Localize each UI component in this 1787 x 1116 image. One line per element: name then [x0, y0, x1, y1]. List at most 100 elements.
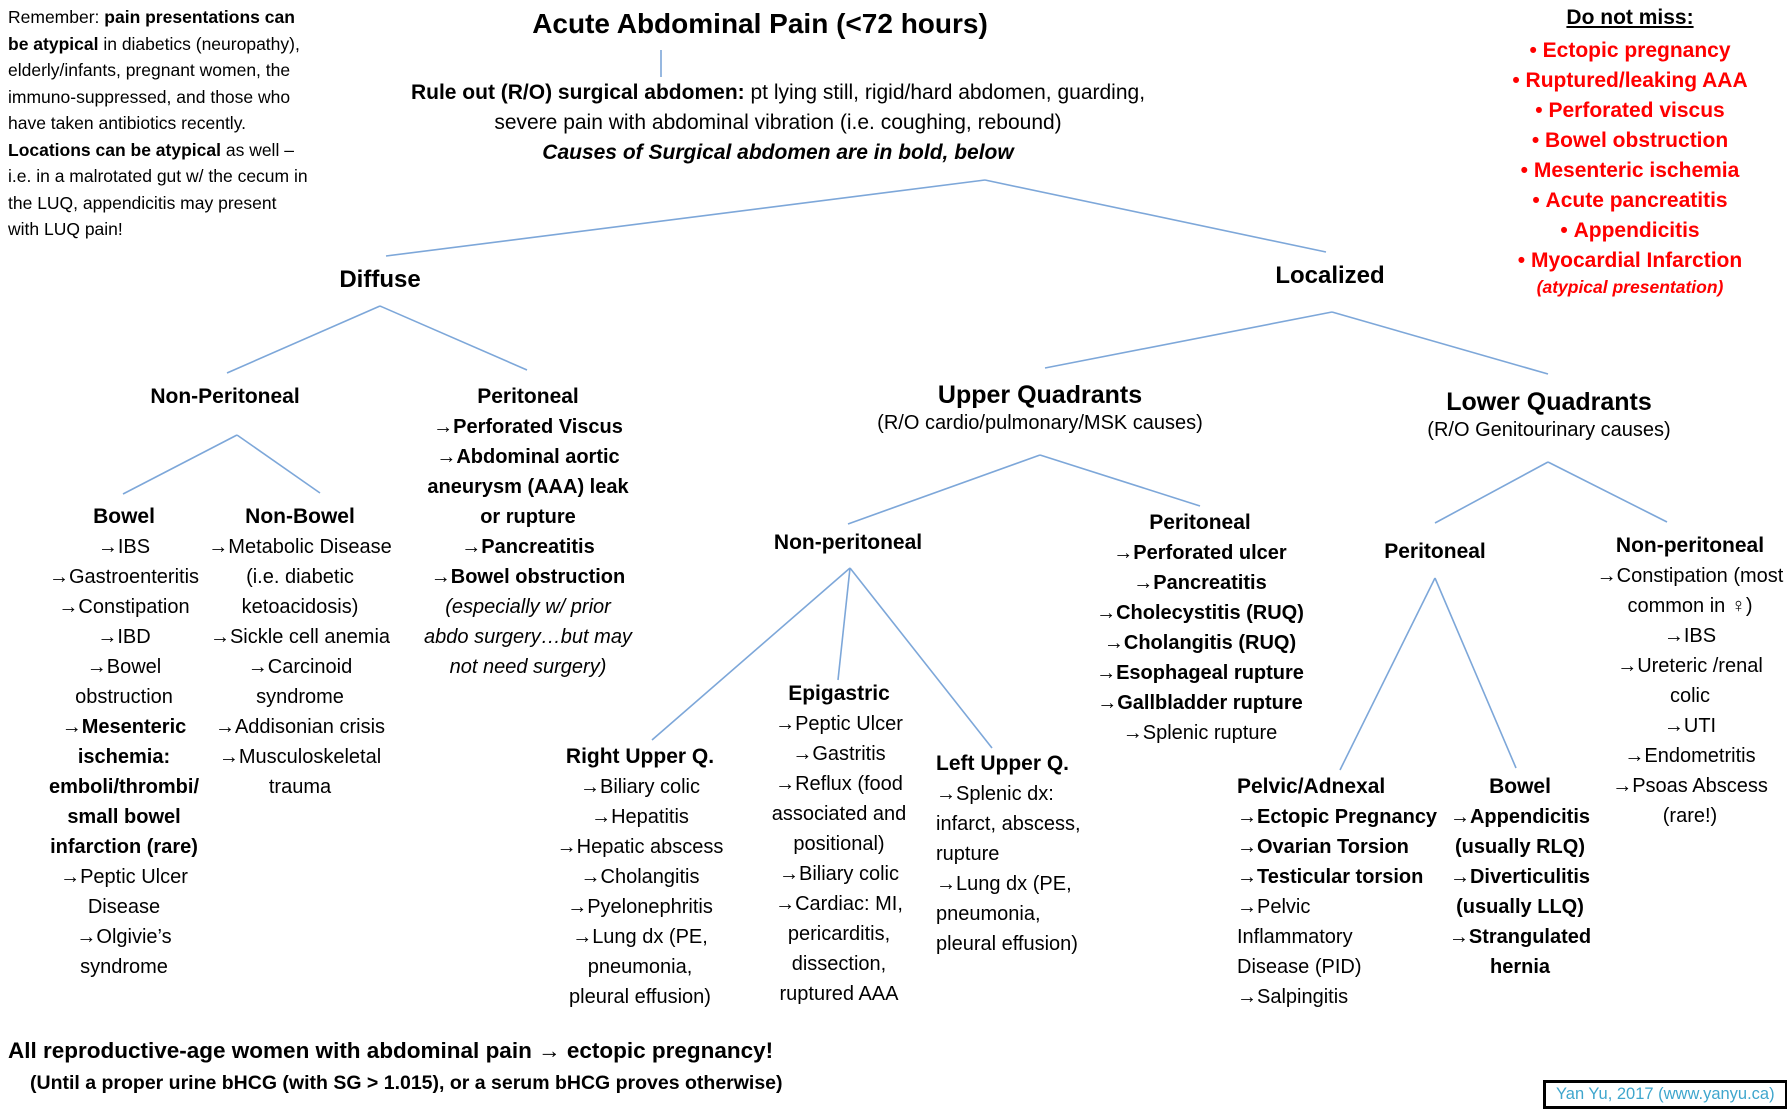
list-item: →Diverticulitis — [1449, 866, 1591, 888]
node-non-peritoneal-diffuse: Non-Peritoneal — [150, 385, 300, 408]
pelvic-adnexal-header: Pelvic/Adnexal — [1237, 775, 1386, 798]
list-item: Mesenteric ischemia — [1512, 156, 1747, 186]
node-non-peritoneal-upper: Non-peritoneal — [773, 531, 923, 554]
list-item: →Esophageal rupture — [1096, 662, 1304, 684]
list-item: →Metabolic Disease — [208, 536, 392, 558]
list-item: (i.e. diabetic — [246, 566, 354, 588]
list-item: Myocardial Infarction — [1512, 246, 1747, 276]
list-item: Inflammatory — [1237, 926, 1353, 948]
list-item: →Psoas Abscess — [1612, 775, 1768, 797]
list-item: →Cholangitis — [580, 866, 700, 888]
list-item: →Splenic dx: — [936, 783, 1054, 805]
list-item: →Carcinoid — [247, 656, 353, 678]
ruq-header: Right Upper Q. — [565, 745, 715, 768]
list-item: →Hepatic abscess — [556, 836, 724, 858]
rule-out-surgical-abdomen-note: Rule out (R/O) surgical abdomen: pt lyin… — [411, 78, 1145, 168]
list-item: obstruction — [75, 686, 173, 708]
note-text-span: pain presentations can be atypical — [8, 7, 295, 54]
note-text-span: Locations can be atypical — [8, 139, 221, 160]
list-item: →Cholecystitis (RUQ) — [1096, 602, 1304, 624]
list-item: →Addisonian crisis — [214, 716, 386, 738]
node-left-upper-quadrant: Left Upper Q. →Splenic dx:infarct, absce… — [936, 752, 1081, 959]
list-item: →Ovarian Torsion — [1237, 836, 1409, 858]
list-item: →Biliary colic — [579, 776, 701, 798]
list-item: →Mesenteric — [61, 716, 187, 738]
atypical-presentation-note: Remember: pain presentations can be atyp… — [8, 4, 310, 243]
list-item: →Ectopic Pregnancy — [1237, 806, 1438, 828]
bowel-diffuse-header: Bowel — [93, 505, 155, 528]
list-item: (rare!) — [1662, 805, 1718, 827]
list-item: →Lung dx (PE, — [572, 926, 708, 948]
list-item: →Gastroenteritis — [48, 566, 200, 588]
note-text-span: in diabetics (neuropathy), elderly/infan… — [8, 33, 300, 134]
list-item: Perforated viscus — [1512, 96, 1747, 126]
list-item: →Testicular torsion — [1237, 866, 1424, 888]
list-item: →Bowel obstruction — [430, 566, 626, 588]
pelvic-adnexal-items: →Ectopic Pregnancy →Ovarian Torsion →Testi… — [1237, 802, 1437, 1012]
ectopic-pregnancy-warning-detail: (Until a proper urine bHCG (with SG > 1.… — [30, 1072, 783, 1094]
list-item: →Peptic Ulcer — [775, 713, 903, 735]
list-item: →Constipation (most — [1596, 565, 1784, 587]
list-item: →Pyelonephritis — [567, 896, 713, 918]
list-item: ketoacidosis) — [241, 596, 359, 618]
list-item: infarction (rare) — [50, 836, 198, 858]
rule-out-line3: Causes of Surgical abdomen are in bold, … — [542, 141, 1014, 164]
list-item: →IBS — [1663, 625, 1717, 647]
list-item: →Pancreatitis — [461, 536, 595, 558]
rule-out-line1: Rule out (R/O) surgical abdomen: pt lyin… — [411, 78, 1145, 108]
node-epigastric: Epigastric →Peptic Ulcer→Gastritis→Reflu… — [772, 682, 907, 1009]
page-title: Acute Abdominal Pain (<72 hours) — [532, 8, 988, 39]
list-item: →Pelvic — [1237, 896, 1311, 918]
list-item: (usually RLQ) — [1454, 836, 1585, 858]
list-item: →Musculoskeletal — [218, 746, 382, 768]
non-bowel-header: Non-Bowel — [245, 505, 355, 528]
node-bowel-diffuse: Bowel →IBS→Gastroenteritis→Constipation→… — [49, 505, 199, 982]
rule-out-lead: Rule out (R/O) surgical abdomen: — [410, 81, 745, 104]
attribution-link[interactable]: Yan Yu, 2017 (www.yanyu.ca) — [1543, 1080, 1787, 1109]
list-item: →Gastritis — [792, 743, 886, 765]
node-pelvic-adnexal: Pelvic/Adnexal →Ectopic Pregnancy →Ovaria… — [1237, 775, 1437, 1012]
node-upper-quadrants: Upper Quadrants (R/O cardio/pulmonary/MS… — [877, 381, 1203, 435]
do-not-miss-list: Do not miss: Ectopic pregnancyRuptured/l… — [1512, 6, 1748, 298]
list-item: syndrome — [80, 956, 168, 978]
list-item: →Salpingitis — [1237, 986, 1349, 1008]
list-item: →Ureteric /renal — [1617, 655, 1763, 677]
luq-items: →Splenic dx:infarct, abscess,rupture→Lun… — [936, 779, 1081, 959]
list-item: →IBD — [97, 626, 151, 648]
list-item: →Abdominal aortic — [436, 446, 620, 468]
epigastric-header: Epigastric — [788, 682, 890, 705]
peritoneal-diffuse-header: Peritoneal — [477, 385, 579, 408]
node-peritoneal-diffuse: Peritoneal →Perforated Viscus→Abdominal … — [424, 385, 632, 682]
list-item: →Constipation — [58, 596, 190, 618]
list-item: Appendicitis — [1512, 216, 1747, 246]
list-item: →Olgivie’s — [76, 926, 172, 948]
list-item: →Sickle cell anemia — [209, 626, 391, 648]
note-text-span: as well – i.e. in a malrotated gut w/ th… — [8, 139, 308, 240]
list-item: (usually LLQ) — [1456, 896, 1584, 918]
node-localized: Localized — [1275, 262, 1385, 289]
list-item: →Biliary colic — [778, 863, 900, 885]
list-item: pneumonia, — [587, 956, 693, 978]
list-item: colic — [1669, 685, 1710, 707]
list-item: →Cardiac: MI, — [775, 893, 903, 915]
list-item: →Bowel — [86, 656, 162, 678]
node-diffuse: Diffuse — [339, 266, 421, 293]
list-item: →Cholangitis (RUQ) — [1103, 632, 1297, 654]
list-item: Acute pancreatitis — [1512, 186, 1747, 216]
do-not-miss-footnote: (atypical presentation) — [1536, 277, 1724, 297]
list-item: dissection, — [791, 953, 887, 975]
node-non-bowel: Non-Bowel →Metabolic Disease (i.e. diabet… — [208, 505, 391, 802]
list-item: syndrome — [256, 686, 344, 708]
peritoneal-upper-header: Peritoneal — [1149, 511, 1251, 534]
list-item: Ruptured/leaking AAA — [1512, 66, 1748, 96]
list-item: →Perforated ulcer — [1113, 542, 1287, 564]
list-item: →Strangulated — [1448, 926, 1592, 948]
ruq-items: →Biliary colic→Hepatitis→Hepatic abscess… — [557, 772, 724, 1012]
non-bowel-items: →Metabolic Disease (i.e. diabetic ketoacid… — [208, 532, 391, 802]
list-item: or rupture — [480, 506, 576, 528]
list-item: →Lung dx (PE, — [936, 873, 1072, 895]
